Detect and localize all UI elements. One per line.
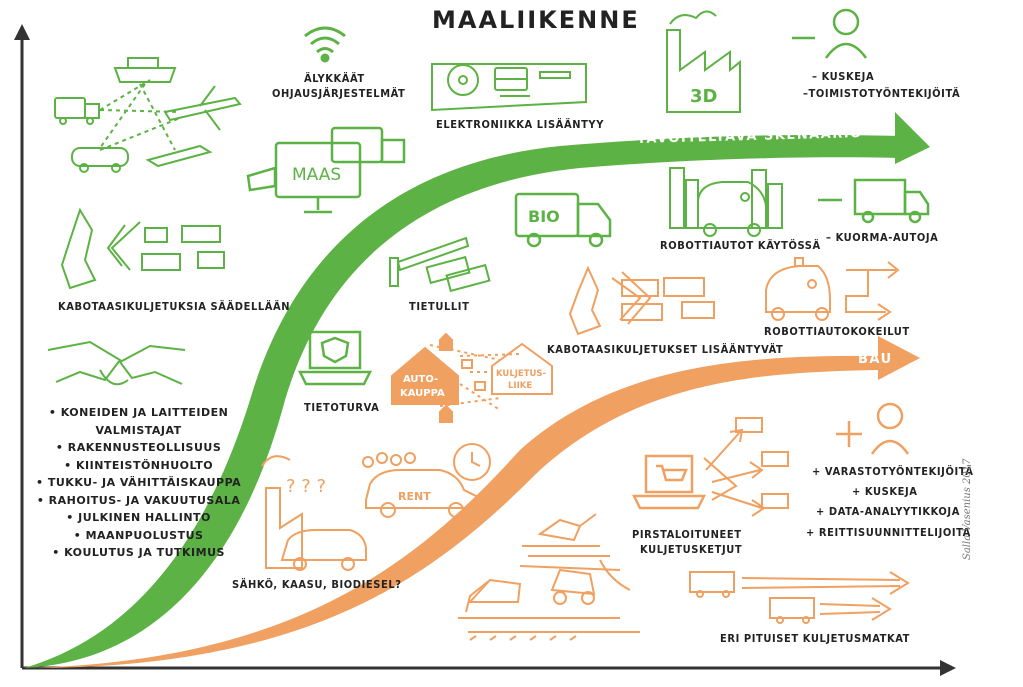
fragmented-chains-icon: [703, 417, 789, 517]
maas-label: MAAS: [292, 165, 341, 185]
sector-item: • KONEIDEN JA LAITTEIDEN: [48, 406, 229, 419]
y-axis-arrowhead: [14, 24, 30, 40]
fuels-label: SÄHKÖ, KAASU, BIODIESEL?: [232, 578, 402, 591]
workers-plus-label-4: + REITTISUUNNITTELIJOITA: [806, 526, 971, 539]
laptop-cart-icon: [631, 454, 707, 510]
trip-length-arrows-icon: [689, 571, 910, 624]
rent-label: RENT: [398, 490, 431, 503]
trip-lengths-label: ERI PITUISET KULJETUSMATKAT: [720, 632, 910, 645]
robot-cars-label: ROBOTTIAUTOT KÄYTÖSSÄ: [660, 239, 821, 252]
autokauppa-network-icon: [391, 332, 553, 423]
wifi-icon: [304, 26, 346, 63]
sector-item: • RAHOITUS- JA VAKUUTUSALA: [36, 493, 241, 507]
rent-car-clock-icon: [362, 443, 491, 518]
smart-control-label-2: OHJAUSJÄRJESTELMÄT: [272, 87, 406, 100]
fragmented-label-2: KULJETUSKETJUT: [640, 543, 743, 556]
electronics-label: ELEKTRONIIKKA LISÄÄNTYY: [436, 118, 604, 131]
workers-minus-label-2: –TOIMISTOTYÖNTEKIJÖITÄ: [803, 87, 961, 100]
robot-car-city-icon: [669, 167, 783, 237]
security-label: TIETOTURVA: [304, 401, 380, 414]
robot-trials-label: ROBOTTIAUTOKOKEILUT: [764, 325, 910, 338]
factory-fuel-icon: [261, 455, 367, 571]
construction-site-icon: [458, 513, 640, 641]
trucks-minus-label: – KUORMA-AUTOJA: [826, 231, 939, 244]
workers-minus-label-1: – KUSKEJA: [812, 70, 875, 83]
axes: [14, 24, 956, 676]
workers-plus-label-1: + VARASTOTYÖNTEKIJÖITÄ: [812, 465, 974, 478]
sector-item: VALMISTAJAT: [95, 423, 182, 437]
autokauppa-line1: AUTO-: [403, 374, 438, 385]
smart-control-label-1: ÄLYKKÄÄT: [304, 72, 365, 85]
person-plus-icon: [836, 402, 910, 455]
tolls-label: TIETULLIT: [409, 300, 470, 313]
sector-item: • MAANPUOLUSTUS: [73, 528, 204, 542]
page-title: MAALIIKENNE: [432, 6, 640, 34]
transport-network-icon: [54, 57, 242, 173]
print3d-label: 3D: [690, 86, 717, 107]
question-marks: ? ? ?: [286, 476, 326, 497]
sector-list: • KONEIDEN JA LAITTEIDEN VALMISTAJAT • R…: [36, 404, 241, 562]
kuljetusliike-line2: LIIKE: [508, 381, 532, 391]
truck-minus-icon: [818, 178, 930, 224]
workers-plus-label-3: + DATA-ANALYYTIKKOJA: [816, 505, 960, 518]
target-curve: [24, 112, 930, 668]
autokauppa-line2: KAUPPA: [400, 388, 445, 399]
person-minus-icon: [792, 8, 868, 59]
bio-truck-icon: [514, 192, 612, 248]
sector-item: • KOULUTUS JA TUTKIMUS: [52, 546, 225, 559]
sector-item: • RAKENNUSTEOLLISUUS: [55, 441, 222, 454]
bau-curve: [30, 336, 920, 668]
workers-plus-label-2: + KUSKEJA: [852, 485, 918, 498]
finland-cabotage-icon: [60, 207, 225, 290]
sector-item: • TUKKU- JA VÄHITTÄISKAUPPA: [36, 476, 242, 489]
kuljetusliike-line1: KULJETUS-: [496, 369, 547, 379]
dashboard-icon: [431, 63, 587, 112]
bio-label: BIO: [528, 207, 560, 226]
toll-barrier-icon: [389, 236, 491, 293]
fragmented-label-1: PIRSTALOITUNEET: [632, 528, 742, 541]
factory-3d-icon: [666, 10, 741, 113]
artist-credit: Salla Vasenius 2017: [962, 458, 973, 560]
finland-cabotage-increase-icon: [568, 265, 715, 336]
bau-scenario-label: BAU: [858, 352, 893, 367]
sector-item: • KIINTEISTÖNHUOLTO: [64, 458, 214, 472]
sector-item: • JULKINEN HALLINTO: [66, 511, 211, 524]
cabotage-increase-label: KABOTAASIKULJETUKSET LISÄÄNTYVÄT: [547, 343, 784, 356]
maas-screen-icon: [246, 126, 406, 214]
x-axis-arrowhead: [940, 660, 956, 676]
laptop-shield-icon: [297, 330, 373, 386]
robot-car-trial-icon: [765, 257, 900, 321]
cabotage-regulated-label: KABOTAASIKULJETUKSIA SÄÄDELLÄÄN: [58, 300, 291, 313]
handshake-icon: [47, 340, 186, 386]
